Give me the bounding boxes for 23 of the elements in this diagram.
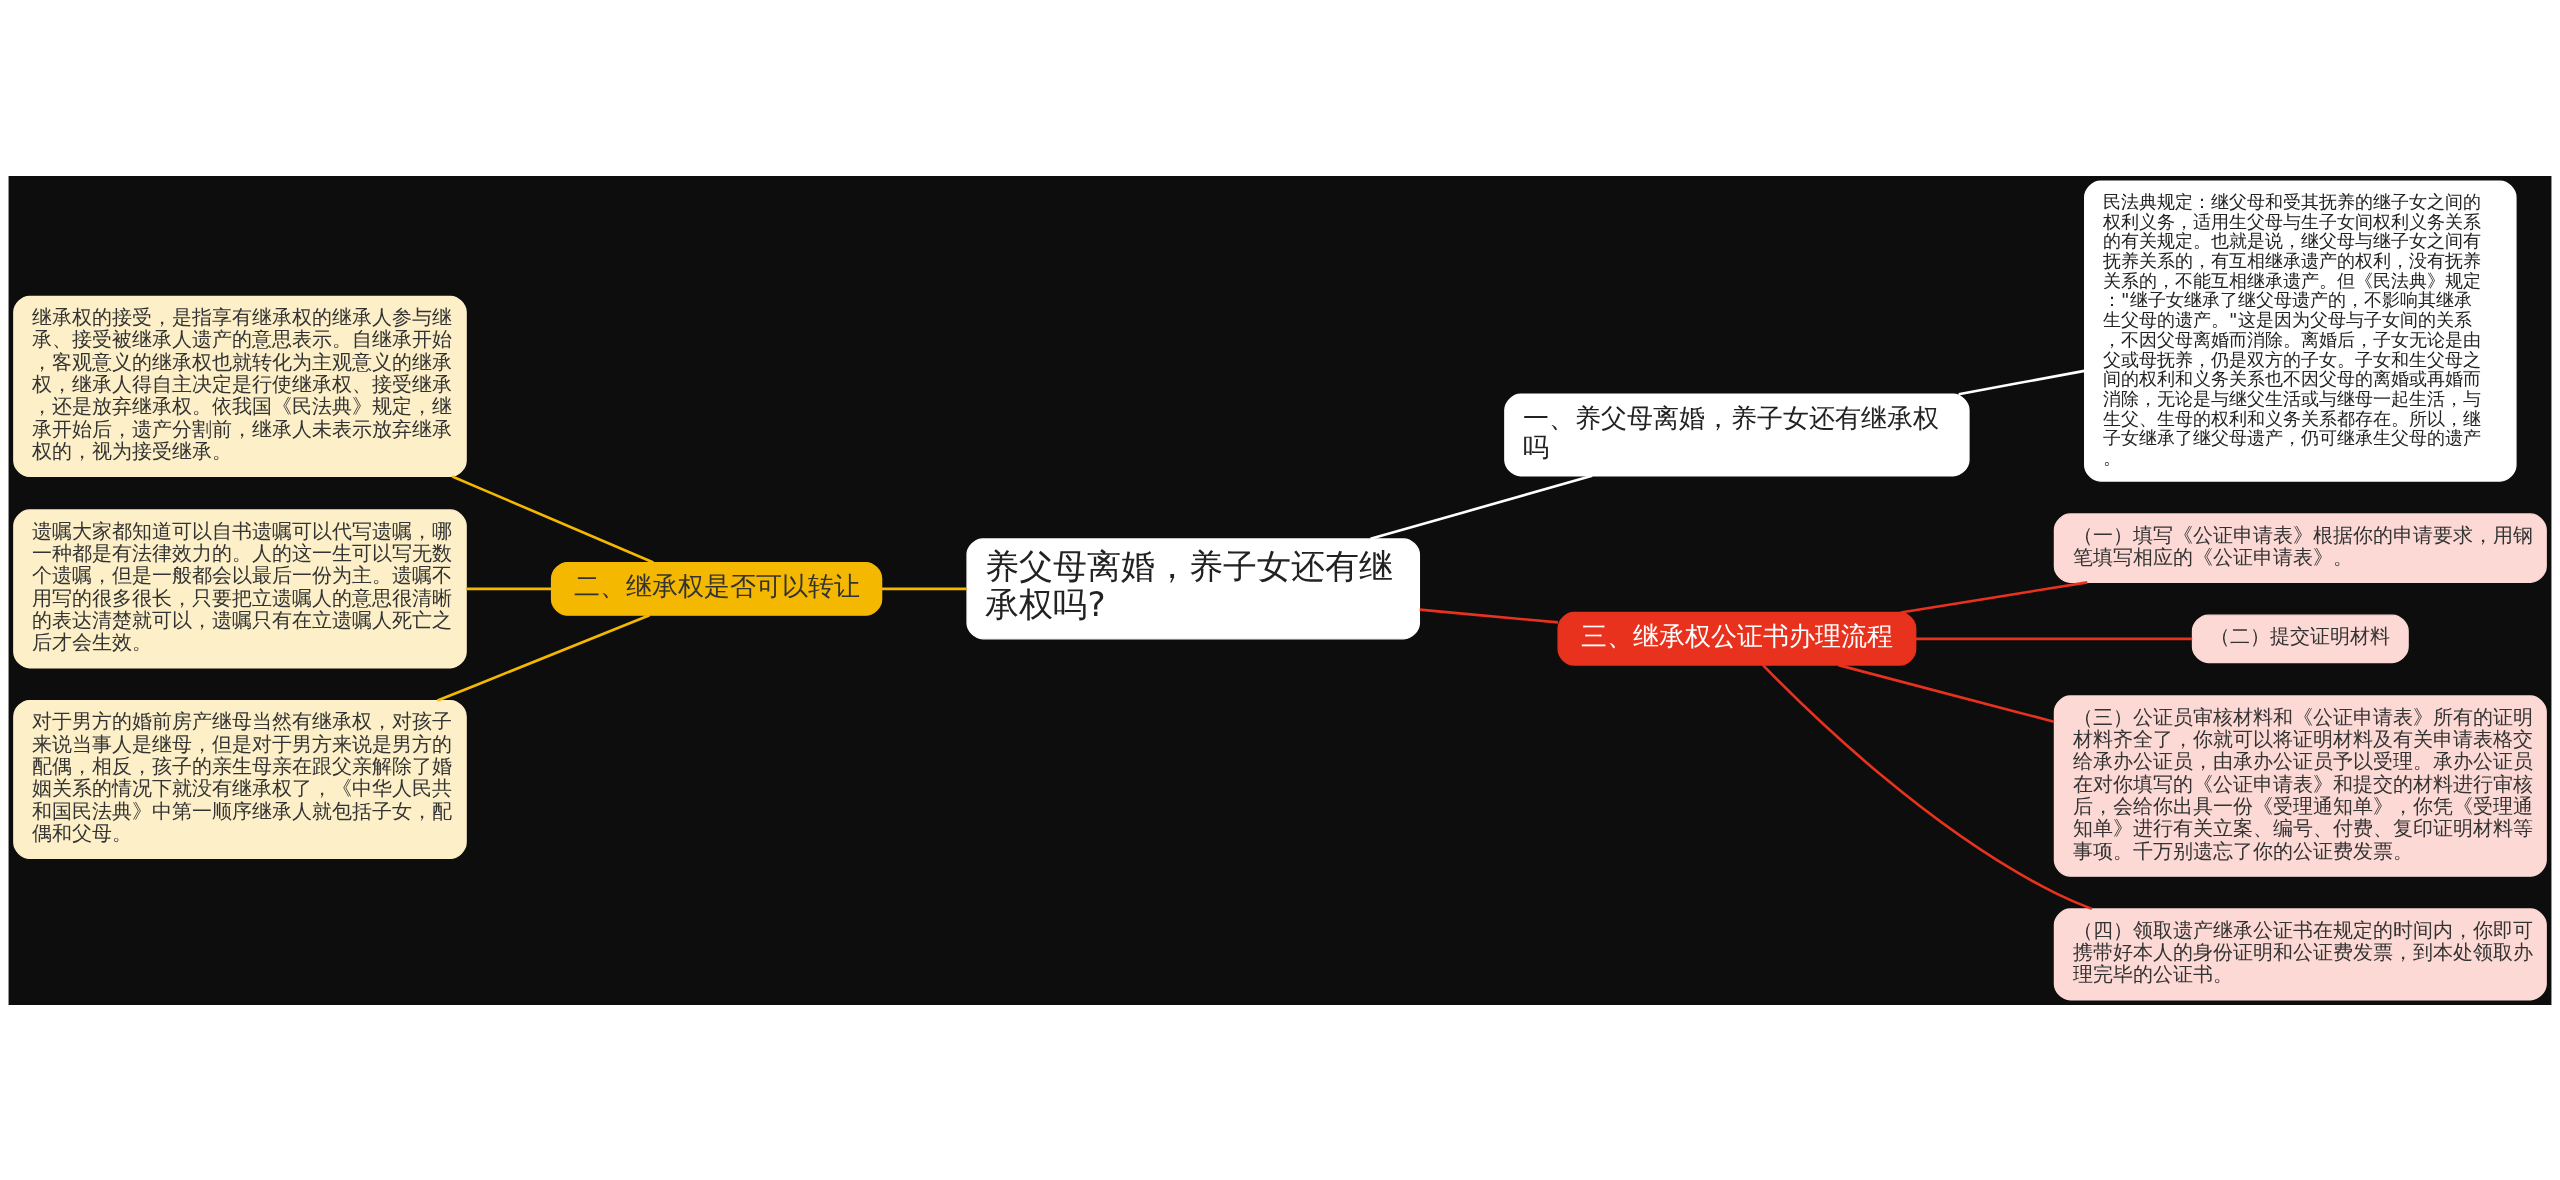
node-box: 养父母离婚，养子女还有继承权吗? <box>966 537 1421 639</box>
node-box: 遗嘱大家都知道可以自书遗嘱可以代写遗嘱，哪一种都是有法律效力的。人的这一生可以写无数个遗嘱，但是一般都会以最后一份为主。遗嘱不用写的很多很长，只要把立遗嘱人的意思很清晰的表达清楚就可以，遗嘱只有在立遗嘱人死亡之后才会生效。 <box>13 508 467 668</box>
connector <box>1900 580 2088 614</box>
node-box: （二）提交证明材料 <box>2191 614 2409 663</box>
connector <box>437 613 650 702</box>
connector <box>1419 607 1559 624</box>
connector <box>451 474 654 564</box>
node-box: 民法典规定：继父母和受其抚养的继子女之间的权利义务，适用生父母与生子女间权利义务关系的有关规定。也就是说，继父母与继子女之间有抚养关系的，有互相继承遗产的权利，没有抚养关系的，不能互相继承遗产。但《民法典》规定："继子女继承了继父母遗产的，不影响其继承生父母的遗产。"这是因为父母与子女间的关系，不因父母离婚而消除。离婚后，子女无论是由父或母抚养，仍是双方的子女。子女和生父母之间的权利和义务关系也不因父母的离婚或再婚而消除，无论是与继父生活或与继母一起生活，与生父、生母的权利和义务关系都存在。所以，继子女继承了继父母遗产，仍可继承生父母的遗产。 <box>2084 180 2517 482</box>
connector <box>881 587 967 590</box>
node-box: 三、继承权公证书办理流程 <box>1557 611 1917 666</box>
connector <box>1958 369 2085 395</box>
connector <box>1838 663 2055 723</box>
connector <box>466 587 552 590</box>
node-box: （四）领取遗产继承公证书在规定的时间内，你即可携带好本人的身份证明和公证费发票，到本处领取办理完毕的公证书。 <box>2053 907 2547 1000</box>
node-box: 一、养父母离婚，养子女还有继承权吗 <box>1504 393 1970 476</box>
connector <box>1370 474 1593 540</box>
node-box: （一）填写《公证申请表》根据你的申请要求，用钢笔填写相应的《公证申请表》。 <box>2053 512 2547 583</box>
node-box: 二、继承权是否可以转让 <box>550 561 883 616</box>
connector <box>1916 637 2193 640</box>
node-box: （三）公证员审核材料和《公证申请表》所有的证明材料齐全了，你就可以将证明材料及有关申请表格交给承办公证员，由承办公证员予以受理。承办公证员在对你填写的《公证申请表》和提交的材料进行审核后，会给你出具一份《受理通知单》，你凭《受理通知单》进行有关立案、编号、付费、复印证明材料等事项。千万别遗忘了你的公证费发票。 <box>2053 694 2547 877</box>
node-box: 继承权的接受，是指享有继承权的继承人参与继承、接受被继承人遗产的意思表示。自继承开始，客观意义的继承权也就转化为主观意义的继承权，继承人得自主决定是行使继承权、接受继承，还是放弃继承权。依我国《民法典》规定，继承开始后，遗产分割前，继承人未表示放弃继承权的，视为接受继承。 <box>13 295 467 477</box>
node-box: 对于男方的婚前房产继母当然有继承权，对孩子来说当事人是继母，但是对于男方来说是男方的配偶，相反，孩子的亲生母亲在跟父亲解除了婚姻关系的情况下就没有继承权了，《中华人民共和国民法典》中第一顺序继承人就包括子女，配偶和父母。 <box>13 699 467 859</box>
connector <box>1762 663 2093 910</box>
